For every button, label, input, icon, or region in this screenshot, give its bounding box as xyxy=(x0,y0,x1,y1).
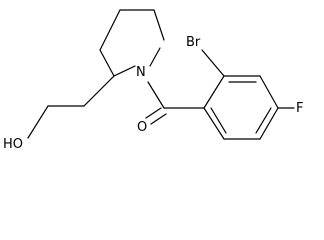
bond-ring-2 xyxy=(153,9,165,41)
atom-label-bromine: Br xyxy=(186,35,201,50)
atom-label-nitrogen: N xyxy=(136,65,146,80)
bond-ring-5 xyxy=(99,49,115,77)
atom-label-fluorine: F xyxy=(296,101,303,116)
bond-aryl-3 xyxy=(259,75,279,109)
bond-ring-4 xyxy=(113,65,136,77)
bond-co-double-b xyxy=(150,113,167,125)
atom-label-oxygen: O xyxy=(137,120,147,135)
bond-chain-3 xyxy=(27,105,49,139)
bond-aryl-inner-3 xyxy=(210,107,227,134)
molecule-drawing: N Br F O HO xyxy=(3,9,303,151)
bond-n-carbonyl xyxy=(147,81,165,109)
bond-chain-1 xyxy=(83,75,115,107)
bond-co-double-a xyxy=(145,107,162,119)
piperidine-ring xyxy=(99,9,165,77)
bond-aryl-inner-2 xyxy=(255,107,272,134)
bond-aryl-4 xyxy=(259,107,279,140)
bond-ring-6 xyxy=(99,9,121,51)
bond-ring-3 xyxy=(149,47,161,67)
benzene-ring xyxy=(203,75,279,140)
hydroxyethyl-chain xyxy=(27,75,115,139)
bond-aryl-1 xyxy=(203,75,225,109)
bond-c-br xyxy=(201,49,225,77)
carbonyl-group xyxy=(145,81,205,125)
bond-aryl-6 xyxy=(203,107,225,140)
atom-label-hydroxyl: HO xyxy=(3,137,23,151)
structure-diagram: N Br F O HO xyxy=(3,9,303,151)
